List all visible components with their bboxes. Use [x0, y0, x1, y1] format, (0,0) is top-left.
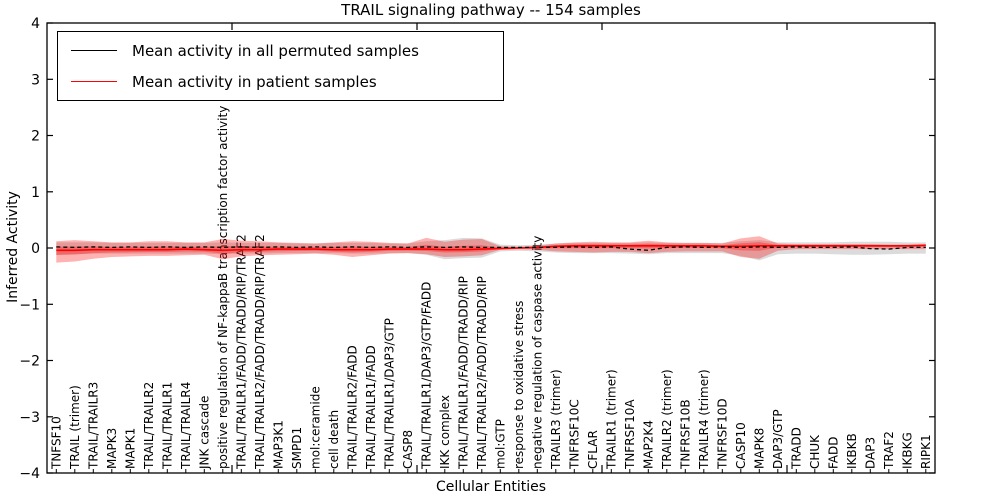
y-tick-label: 1	[31, 185, 40, 201]
x-category-label: SMPD1	[290, 427, 304, 469]
legend-label-patient: Mean activity in patient samples	[132, 72, 377, 91]
legend-label-permuted: Mean activity in all permuted samples	[132, 41, 419, 60]
x-category-label: IKBKB	[845, 433, 859, 469]
x-category-label: TRAF2	[882, 431, 896, 470]
legend-line-sample-red	[71, 81, 117, 82]
x-category-label: MAPK3	[105, 428, 119, 469]
x-category-label: cell death	[327, 410, 341, 469]
x-category-label: RIPK1	[919, 434, 933, 469]
x-category-label: JNK cascade	[197, 396, 211, 470]
x-category-label: TRAIL/TRAILR2	[142, 382, 156, 470]
x-category-label: TRAIL/TRAILR3	[87, 382, 101, 470]
x-category-label: TRAIL/TRAILR4	[179, 382, 193, 470]
x-category-label: MAP3K1	[271, 420, 285, 469]
x-category-label: TRAILR1 (trimer)	[605, 369, 619, 470]
x-category-label: MAPK8	[753, 428, 767, 469]
x-category-label: mol:ceramide	[308, 386, 322, 469]
x-category-label: FADD	[827, 437, 841, 470]
x-category-label: TNFRSF10C	[568, 399, 582, 470]
x-category-label: TRAIL/TRAILR1/DAP3/GTP	[382, 318, 396, 470]
y-tick-label: −4	[19, 466, 40, 482]
x-category-label: CHUK	[808, 434, 822, 469]
x-category-label: TRAIL/TRAILR1/FADD	[364, 345, 378, 470]
patient-mean-line	[56, 244, 926, 252]
x-category-label: TNFRSF10D	[716, 398, 730, 470]
x-category-label: mol:GTP	[493, 419, 507, 469]
x-category-label: TRAIL/TRAILR1/FADD/TRADD/RIP	[456, 276, 470, 470]
permuted-mean-line	[56, 246, 926, 251]
x-category-label: MAP2K4	[642, 420, 656, 469]
x-category-label: TRADD	[790, 427, 804, 470]
y-tick-label: 2	[31, 129, 40, 145]
x-category-label: TRAIL (trimer)	[68, 385, 82, 470]
x-category-label: TRAIL/TRAILR2/FADD	[345, 345, 359, 470]
x-category-label: IKBKG	[901, 432, 915, 469]
x-category-label: DAP3/GTP	[771, 409, 785, 469]
y-tick-label: −3	[19, 410, 40, 426]
x-category-label: TRAIL/TRAILR2/FADD/TRADD/RIP	[475, 276, 489, 470]
x-category-label: TRAILR4 (trimer)	[697, 369, 711, 470]
x-category-label: TNFRSF10B	[679, 399, 693, 470]
x-category-label: MAPK1	[123, 428, 137, 469]
y-tick-label: 3	[31, 72, 40, 88]
chart-title: TRAIL signaling pathway -- 154 samples	[341, 1, 641, 19]
y-axis-title: Inferred Activity	[5, 191, 21, 303]
x-category-label: TRAILR3 (trimer)	[549, 369, 563, 470]
legend-item-permuted: Mean activity in all permuted samples	[58, 35, 503, 66]
x-category-label: CFLAR	[586, 430, 600, 469]
y-tick-label: 0	[31, 241, 40, 257]
y-tick-label: −2	[19, 354, 40, 370]
x-category-label: response to oxidative stress	[512, 301, 526, 469]
legend-line-sample-black	[71, 50, 117, 51]
legend: Mean activity in all permuted samples Me…	[57, 31, 504, 101]
x-category-label: negative regulation of caspase activity	[531, 236, 545, 469]
x-category-label: IKK complex	[438, 395, 452, 469]
x-category-label: positive regulation of NF-kappaB transcr…	[216, 106, 230, 469]
x-category-label: TNFRSF10A	[623, 399, 637, 470]
x-category-label: TNFSF10	[50, 416, 64, 470]
x-category-label: CASP10	[734, 422, 748, 469]
x-axis-title: Cellular Entities	[435, 479, 547, 495]
y-tick-label: 4	[31, 16, 40, 32]
x-category-label: TRAIL/TRAILR1	[160, 382, 174, 470]
x-category-label: DAP3	[864, 437, 878, 469]
x-category-label: TRAILR2 (trimer)	[660, 369, 674, 470]
x-category-label: TRAIL/TRAILR1/DAP3/GTP/FADD	[419, 282, 433, 470]
x-category-label: CASP8	[401, 430, 415, 469]
legend-item-patient: Mean activity in patient samples	[58, 66, 503, 97]
y-tick-label: −1	[19, 297, 40, 313]
x-category-label: TRAIL/TRAILR1/FADD/TRADD/RIP/TRAF2	[234, 234, 248, 470]
x-category-label: TRAIL/TRAILR2/FADD/TRADD/RIP/TRAF2	[253, 234, 267, 470]
